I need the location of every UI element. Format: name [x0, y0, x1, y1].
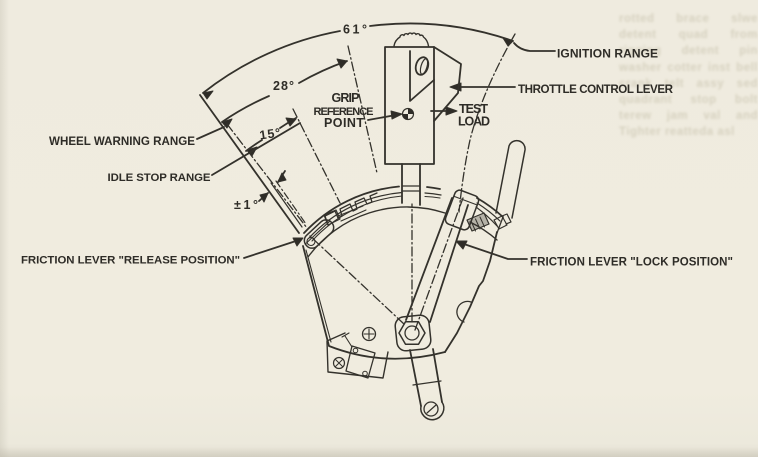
svg-text:POINT: POINT — [324, 116, 364, 130]
svg-text:IGNITION RANGE: IGNITION RANGE — [557, 46, 658, 60]
svg-text:REFERENCE: REFERENCE — [314, 106, 374, 118]
svg-text:±1°: ±1° — [234, 198, 258, 212]
svg-text:15°: 15° — [259, 126, 282, 143]
svg-text:FRICTION LEVER "RELEASE POSITI: FRICTION LEVER "RELEASE POSITION" — [21, 255, 240, 267]
svg-text:GRIP: GRIP — [332, 91, 360, 105]
svg-text:LOAD: LOAD — [458, 115, 490, 129]
svg-text:IDLE STOP RANGE: IDLE STOP RANGE — [108, 172, 211, 184]
svg-text:FRICTION LEVER "LOCK POSITION": FRICTION LEVER "LOCK POSITION" — [530, 256, 733, 268]
svg-text:TEST: TEST — [459, 102, 488, 116]
svg-text:THROTTLE CONTROL LEVER: THROTTLE CONTROL LEVER — [518, 83, 674, 96]
svg-text:61°: 61° — [343, 23, 367, 37]
svg-text:28°: 28° — [273, 79, 294, 93]
svg-text:WHEEL WARNING RANGE: WHEEL WARNING RANGE — [49, 135, 195, 148]
